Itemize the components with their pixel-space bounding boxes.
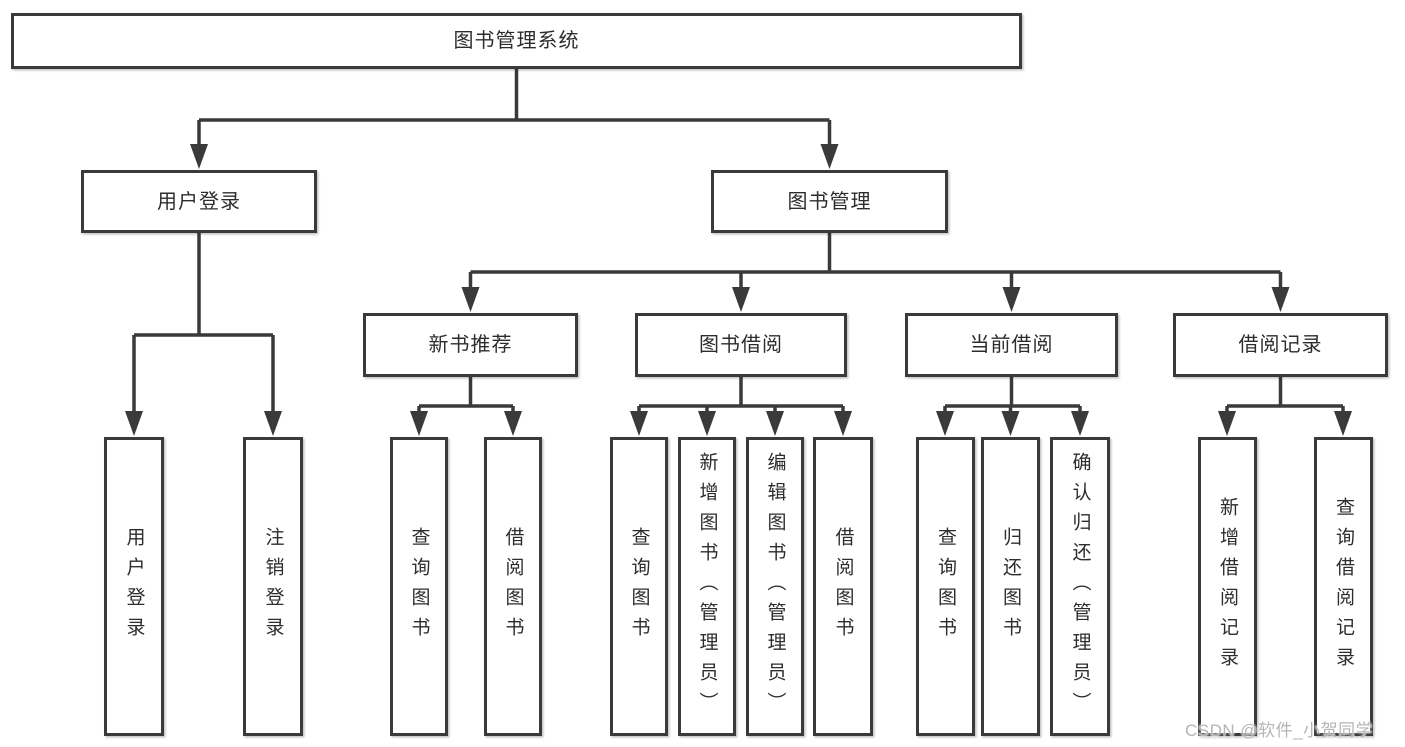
leaf-query-borrow-record: 查询借阅记录	[1314, 437, 1373, 736]
node-new-book-recommendation: 新书推荐	[363, 313, 578, 377]
leaf-current-query-books-label: 查询图书	[935, 526, 956, 647]
arrowhead	[766, 411, 784, 436]
edge-book-borrow-to-leaves	[637, 377, 845, 412]
edge-new-book-rec-to-leaves	[417, 377, 515, 412]
arrowhead	[190, 144, 208, 169]
arrowhead	[410, 411, 428, 436]
node-library-management-system-label: 图书管理系统	[453, 30, 580, 52]
node-user-login: 用户登录	[81, 170, 317, 233]
leaf-rec-borrow-books: 借阅图书	[484, 437, 542, 736]
node-book-management: 图书管理	[711, 170, 948, 233]
leaf-borrow-books-label: 借阅图书	[832, 526, 854, 647]
leaf-edit-books-admin: 编辑图书（管理员）	[746, 437, 804, 736]
arrowhead	[264, 411, 282, 436]
node-book-management-label: 图书管理	[787, 190, 872, 213]
leaf-rec-borrow-books-label: 借阅图书	[502, 526, 524, 647]
leaf-add-borrow-record: 新增借阅记录	[1198, 437, 1257, 736]
leaf-borrow-query-books: 查询图书	[610, 437, 668, 736]
node-borrowing-records: 借阅记录	[1173, 313, 1388, 377]
node-new-book-recommendation-label: 新书推荐	[428, 334, 513, 356]
arrowhead	[820, 144, 839, 169]
edge-root-to-level2	[197, 69, 832, 146]
arrowhead	[936, 411, 954, 436]
node-current-borrowing: 当前借阅	[905, 313, 1118, 377]
leaf-user-login-label: 用户登录	[123, 526, 145, 647]
leaf-logout-label: 注销登录	[262, 526, 284, 647]
node-user-login-label: 用户登录	[157, 190, 241, 213]
leaf-confirm-return-admin-label: 确认归还（管理员）	[1069, 451, 1091, 722]
leaf-return-books-label: 归还图书	[1000, 526, 1021, 647]
arrowhead	[1002, 287, 1021, 312]
leaf-current-query-books: 查询图书	[916, 437, 975, 736]
leaf-edit-books-admin-label: 编辑图书（管理员）	[764, 451, 786, 722]
arrowhead	[1271, 287, 1290, 312]
leaf-user-login: 用户登录	[104, 437, 164, 736]
node-current-borrowing-label: 当前借阅	[969, 334, 1054, 356]
arrowhead	[1001, 411, 1020, 436]
leaf-rec-query-books-label: 查询图书	[408, 526, 430, 647]
leaf-logout: 注销登录	[243, 437, 303, 736]
arrowhead	[732, 287, 750, 312]
node-library-management-system: 图书管理系统	[11, 13, 1022, 69]
arrowhead	[630, 411, 648, 436]
node-borrowing-records-label: 借阅记录	[1238, 334, 1323, 356]
arrowhead	[834, 411, 852, 436]
edge-borrow-records-to-leaves	[1225, 377, 1345, 412]
edge-current-borrow-to-leaves	[943, 377, 1082, 412]
leaf-add-books-admin: 新增图书（管理员）	[678, 437, 736, 736]
node-book-borrowing: 图书借阅	[635, 313, 847, 377]
node-book-borrowing-label: 图书借阅	[699, 334, 783, 356]
arrowhead	[1218, 411, 1236, 436]
arrowhead	[1334, 411, 1352, 436]
arrowhead	[1071, 411, 1089, 436]
arrowhead	[504, 411, 522, 436]
leaf-borrow-books: 借阅图书	[813, 437, 873, 736]
leaf-query-borrow-record-label: 查询借阅记录	[1333, 496, 1354, 677]
arrowhead	[698, 411, 716, 436]
arrowhead	[125, 411, 143, 436]
edge-user-login-to-leaves	[132, 233, 275, 412]
leaf-borrow-query-books-label: 查询图书	[628, 526, 650, 647]
leaf-return-books: 归还图书	[981, 437, 1040, 736]
arrowhead	[461, 287, 480, 312]
leaf-add-borrow-record-label: 新增借阅记录	[1217, 496, 1238, 677]
edge-book-mgmt-to-level3	[468, 233, 1283, 289]
leaf-rec-query-books: 查询图书	[390, 437, 448, 736]
leaf-add-books-admin-label: 新增图书（管理员）	[696, 451, 718, 722]
leaf-confirm-return-admin: 确认归还（管理员）	[1050, 437, 1110, 736]
watermark: CSDN @软件_小贺同学	[1185, 721, 1374, 740]
